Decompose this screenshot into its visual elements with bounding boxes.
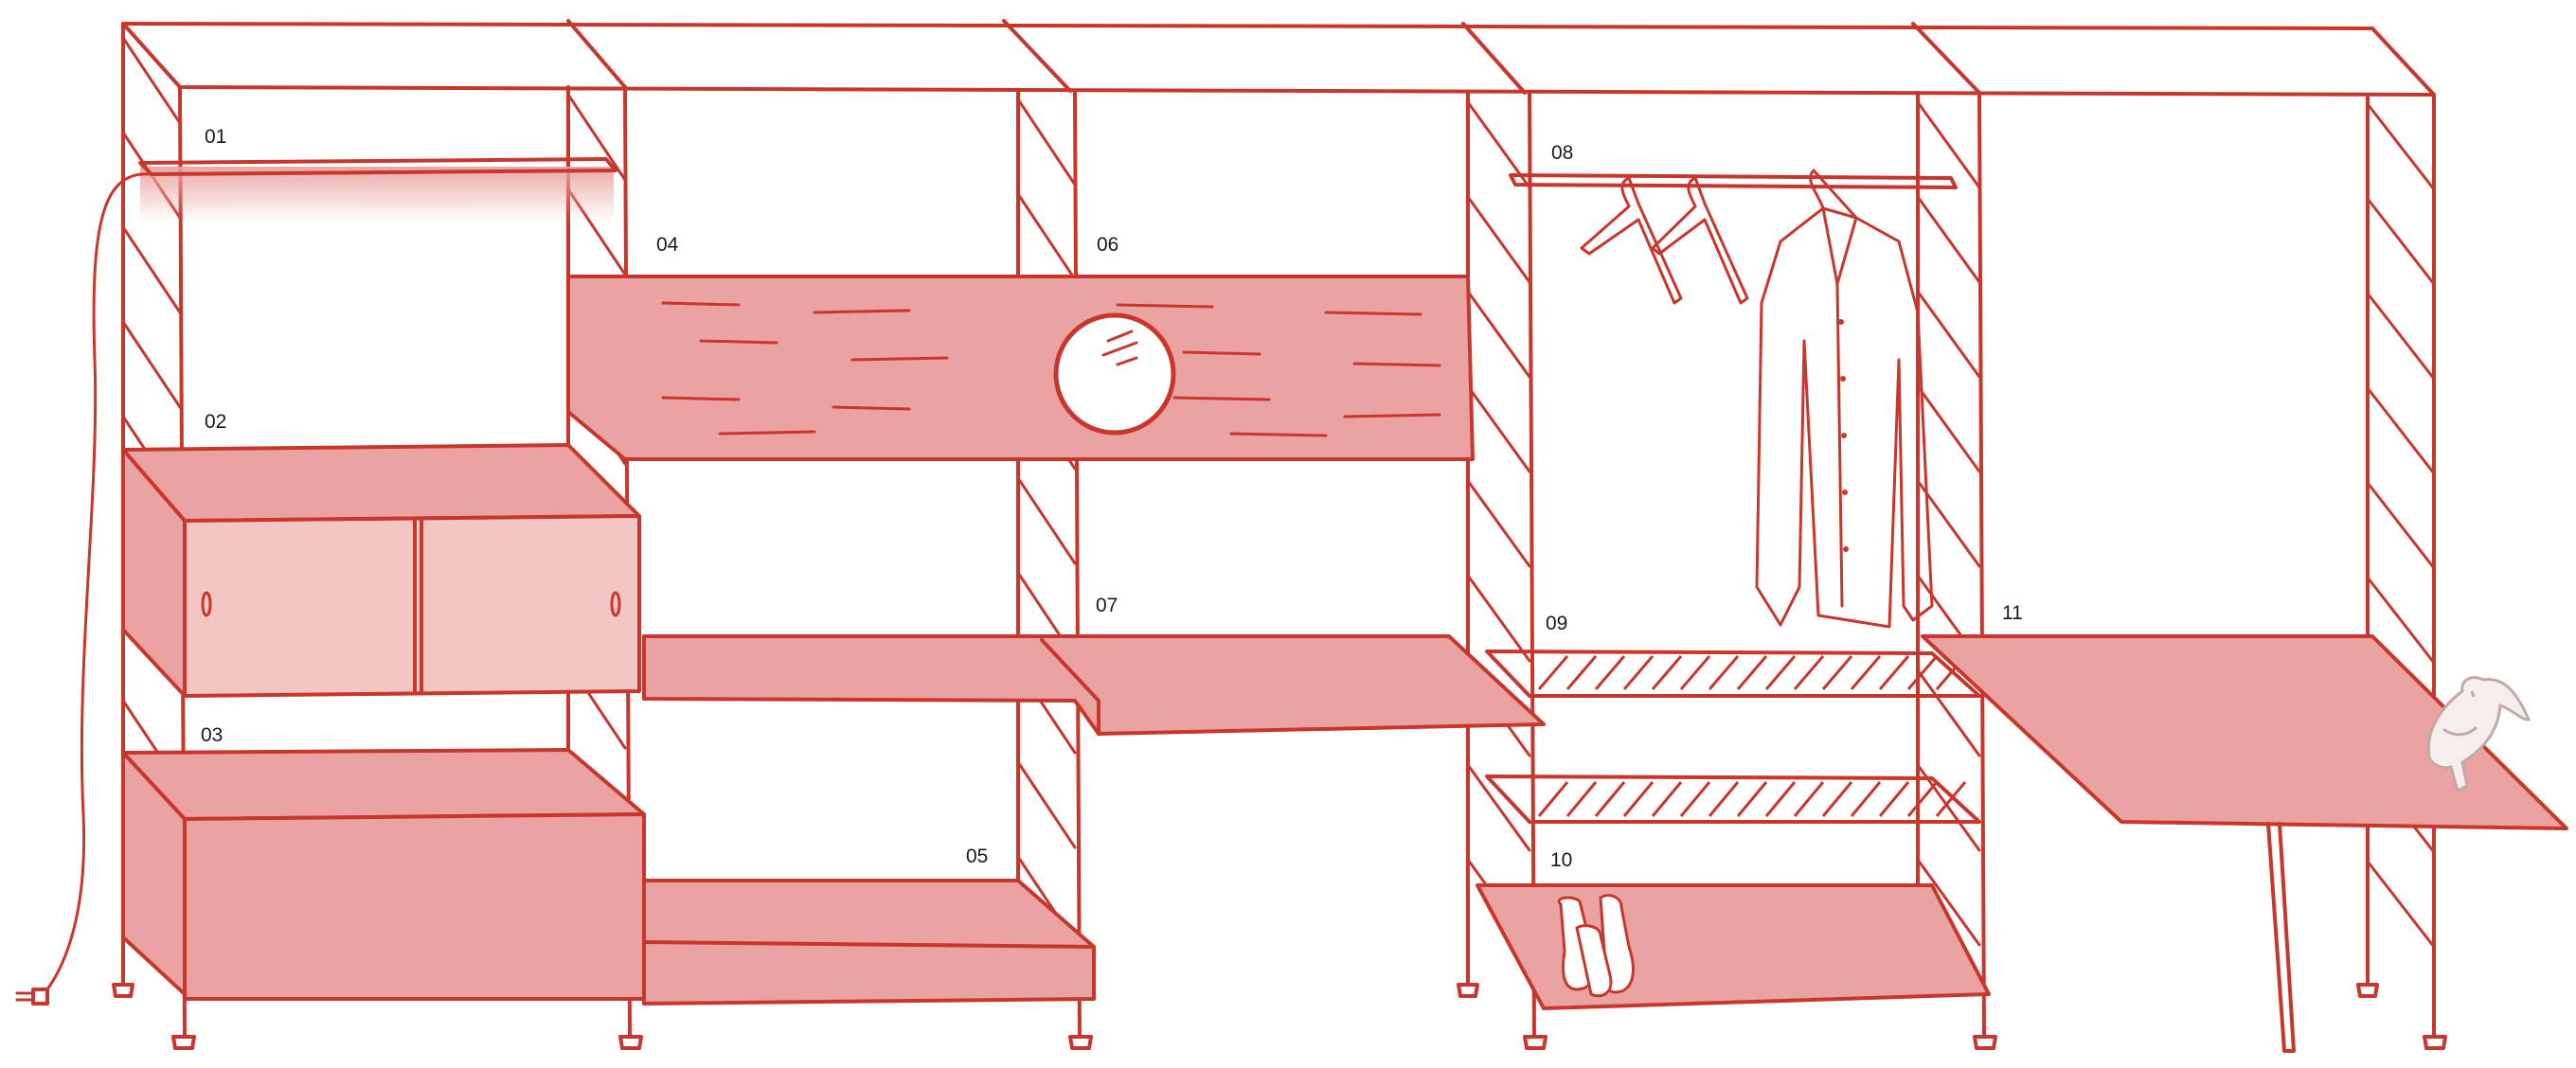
hanger-icon	[1582, 178, 1747, 303]
callout-01: 01	[205, 126, 226, 149]
sliding-door-cabinet	[123, 445, 639, 696]
plug-icon	[17, 989, 47, 1004]
hanging-rail	[1511, 175, 1956, 187]
shirt-icon	[1757, 170, 1932, 627]
lower-cabinet	[123, 750, 644, 999]
callout-10: 10	[1550, 849, 1572, 872]
top-frame	[123, 21, 2434, 95]
low-shelf	[644, 881, 1094, 1004]
callout-08: 08	[1551, 142, 1573, 165]
callout-05: 05	[966, 846, 988, 868]
callout-11: 11	[2002, 602, 2023, 625]
callout-06: 06	[1097, 234, 1118, 257]
callout-09: 09	[1546, 613, 1567, 635]
callout-04: 04	[656, 234, 678, 257]
callout-02: 02	[205, 411, 226, 434]
wall-board	[568, 276, 1473, 459]
callout-03: 03	[201, 724, 223, 747]
shoe-tray	[1477, 885, 1989, 1008]
callout-07: 07	[1096, 595, 1118, 617]
upright-6	[2368, 95, 2434, 1037]
slatted-shelf	[1487, 651, 1979, 822]
desk	[644, 636, 1544, 734]
